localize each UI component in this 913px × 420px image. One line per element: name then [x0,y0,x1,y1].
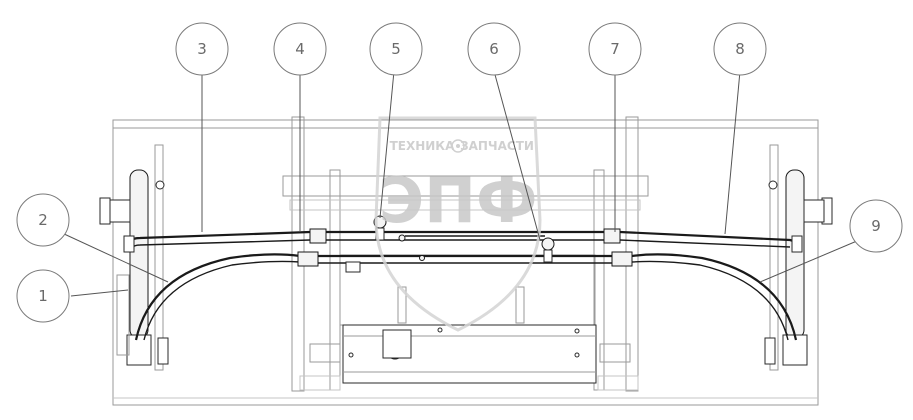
right-bracket [764,144,833,371]
gear-icon [451,139,465,153]
hose-lines [129,230,798,341]
watermark-word-right: ЗАПЧАСТИ [460,139,534,153]
callout-8-label: 8 [735,40,745,58]
callout-5: 5 [369,22,423,76]
watermark-logo: ТЕХНИКА ЗАПЧАСТИ ЭПФ [374,116,542,332]
callout-9: 9 [849,199,903,253]
callout-5-label: 5 [391,40,401,58]
watermark-logo-text: ЭПФ [379,164,538,237]
callout-7-label: 7 [610,40,620,58]
callout-1: 1 [16,269,70,323]
hose-fittings [123,215,803,273]
callout-9-label: 9 [871,217,881,235]
callout-4: 4 [273,22,327,76]
callout-2: 2 [16,193,70,247]
callout-3-label: 3 [197,40,207,58]
callout-2-label: 2 [38,211,48,229]
gear-icon-hub [456,144,460,148]
callout-7: 7 [588,22,642,76]
callout-1-label: 1 [38,287,48,305]
callouts: 1 2 3 4 5 6 7 8 [16,22,903,323]
callout-4-label: 4 [295,40,305,58]
callout-3: 3 [175,22,229,76]
watermark-word-left: ТЕХНИКА [390,139,456,153]
callout-6: 6 [467,22,521,76]
callout-8: 8 [713,22,767,76]
leader-lines [61,70,865,297]
callout-6-label: 6 [489,40,499,58]
left-bracket [99,144,169,371]
